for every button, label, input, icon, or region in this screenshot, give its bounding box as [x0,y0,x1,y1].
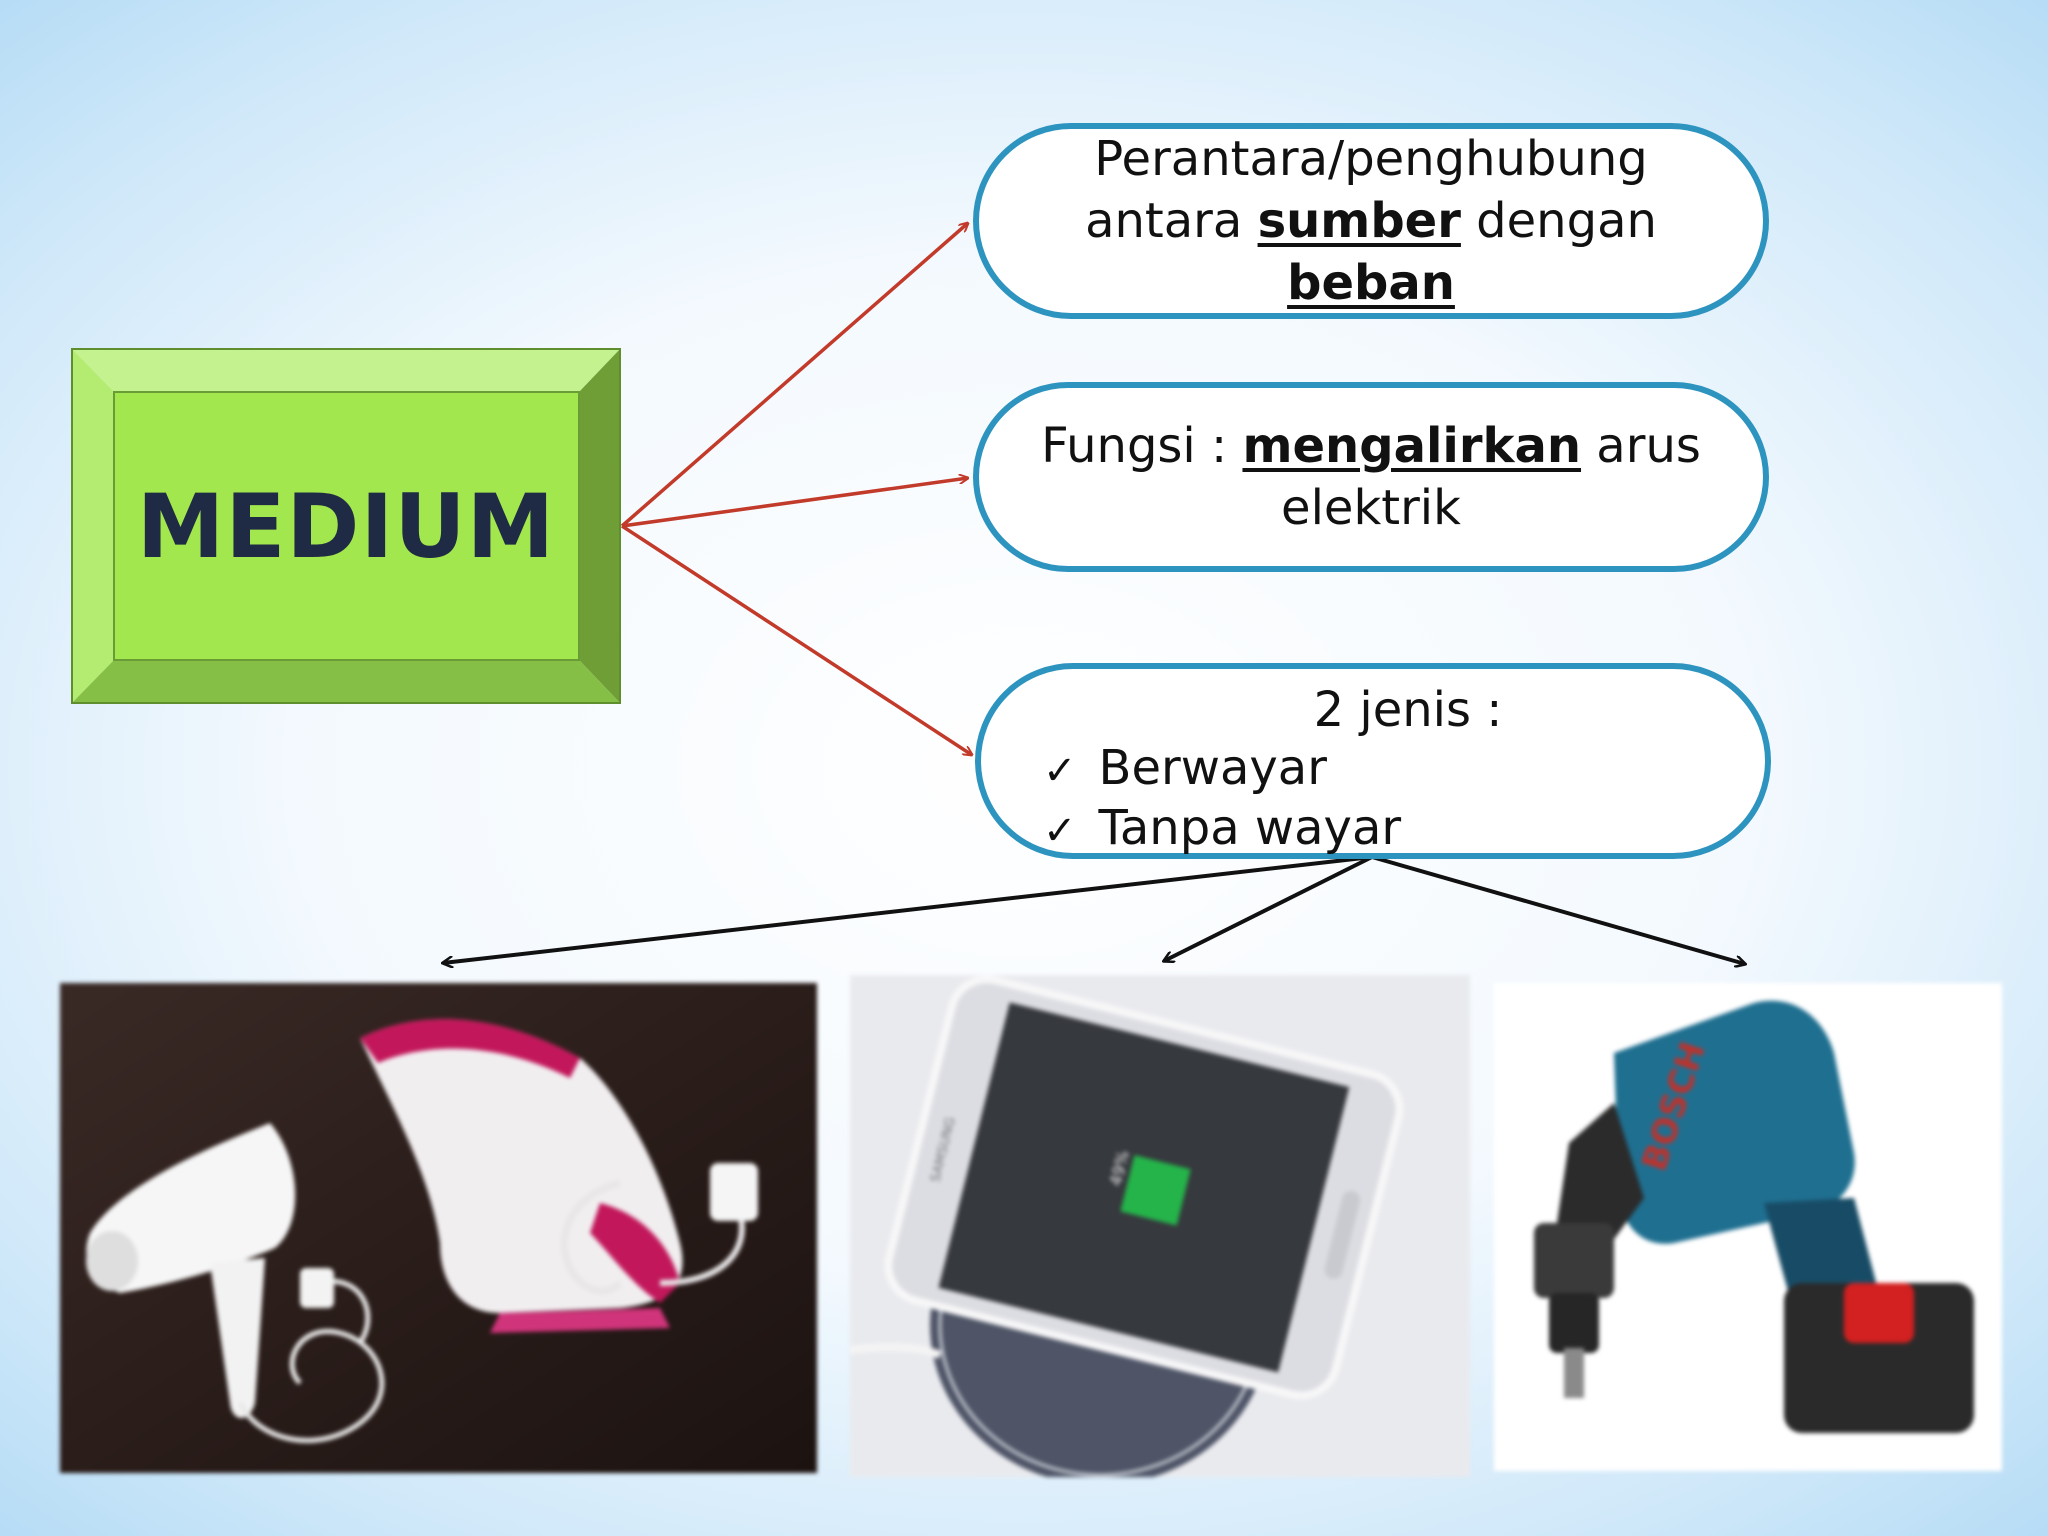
type-item-wired: ✓ Berwayar [1043,737,1327,802]
definition-word-dengan: dengan [1476,193,1657,249]
type-item-wireless: ✓ Tanpa wayar [1043,797,1401,862]
function-line-2: elektrik [1281,480,1461,536]
types-pill: 2 jenis : ✓ Berwayar ✓ Tanpa wayar [975,663,1771,859]
arrow-to-drill-photo [1371,855,1745,964]
definition-word-antara: antara [1085,193,1243,249]
type-label-wired: Berwayar [1098,740,1327,796]
function-pill: Fungsi : mengalirkan arus elektrik [973,382,1769,572]
iron-icon [360,1019,758,1333]
arrow-to-wired-photo [443,855,1373,963]
function-prefix: Fungsi : [1041,418,1228,474]
keyword-mengalirkan: mengalirkan [1242,418,1582,474]
definition-pill: Perantara/penghubung antara sumber denga… [973,123,1769,319]
definition-line-2: antara sumber dengan [1085,190,1657,252]
check-icon: ✓ [1043,808,1077,854]
wired-devices-photo [60,983,817,1473]
medium-label: MEDIUM [136,474,556,578]
medium-box: MEDIUM [71,348,621,704]
cordless-drill-photo: BOSCH [1494,983,2002,1471]
bevel-frame [71,348,621,704]
keyword-sumber: sumber [1257,193,1461,249]
function-suffix: arus [1596,418,1701,474]
function-line-1: Fungsi : mengalirkan arus [1041,415,1701,477]
arrow-to-types [621,524,972,755]
hair-dryer-icon [86,1123,385,1443]
arrow-to-function [621,478,968,528]
definition-line-1: Perantara/penghubung [1094,131,1648,187]
phone-icon: 49% SAMSUNG [884,975,1404,1400]
check-icon: ✓ [1043,748,1077,794]
drill-icon: BOSCH [1534,1000,1974,1433]
arrow-to-phone-photo [1164,855,1373,961]
wireless-phone-photo: 49% SAMSUNG [850,975,1470,1477]
arrow-to-definition [620,223,968,528]
type-label-wireless: Tanpa wayar [1098,800,1402,856]
keyword-beban: beban [1287,255,1455,311]
types-heading: 2 jenis : [1313,682,1503,738]
